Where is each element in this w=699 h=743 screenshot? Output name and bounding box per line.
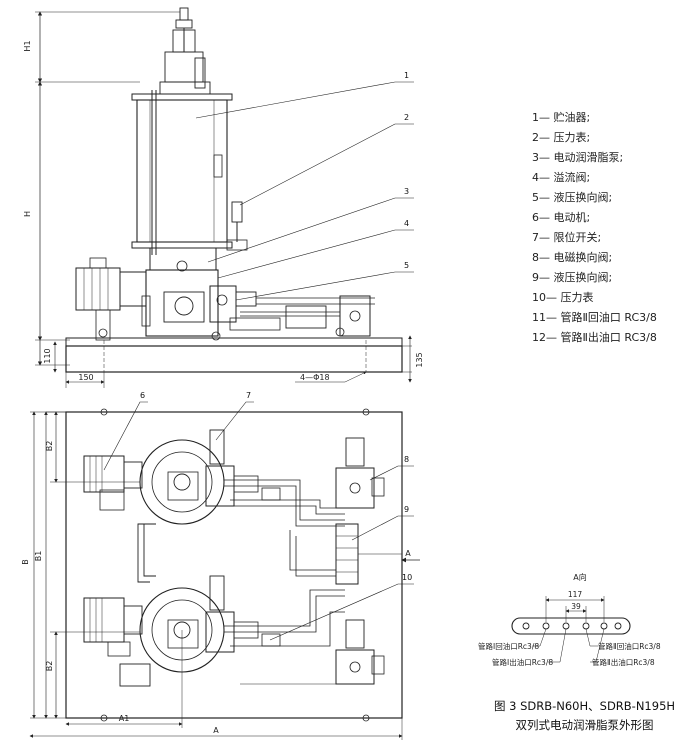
view-a-label-out1: 管路Ⅰ出油口Rc3/8 bbox=[492, 657, 553, 667]
dim-135: 135 bbox=[415, 352, 424, 367]
figure-caption: 图 3 SDRB-N60H、SDRB-N195H 双列式电动润滑脂泵外形图 bbox=[470, 697, 699, 735]
view-a-label-out2: 管路Ⅱ出油口Rc3/8 bbox=[592, 657, 655, 667]
dim-a: A bbox=[213, 726, 219, 735]
dim-b2-bottom: B2 bbox=[45, 661, 54, 672]
dim-h: H bbox=[23, 211, 32, 217]
dim-holes: 4—Φ18 bbox=[300, 373, 330, 382]
legend-item: 1— 贮油器; bbox=[532, 111, 591, 124]
callout-2: 2 bbox=[404, 113, 409, 122]
dim-b1: B1 bbox=[34, 551, 43, 562]
view-a-label-return1: 管路Ⅰ回油口Rc3/8 bbox=[478, 641, 539, 651]
legend-item: 2— 压力表; bbox=[532, 131, 591, 144]
dim-b: B bbox=[21, 559, 30, 565]
callout-5: 5 bbox=[404, 261, 409, 270]
caption-line-1: 图 3 SDRB-N60H、SDRB-N195H bbox=[493, 699, 676, 713]
dim-b2-top: B2 bbox=[45, 441, 54, 452]
legend-item: 10— 压力表 bbox=[532, 291, 594, 304]
legend-item: 5— 液压换向阀; bbox=[532, 191, 613, 204]
callout-8: 8 bbox=[404, 455, 409, 464]
legend-item: 7— 限位开关; bbox=[532, 231, 602, 244]
caption-line-2: 双列式电动润滑脂泵外形图 bbox=[515, 718, 654, 732]
callout-4: 4 bbox=[404, 219, 409, 228]
callout-1: 1 bbox=[404, 71, 409, 80]
legend-item: 8— 电磁换向阀; bbox=[532, 251, 613, 264]
callout-6: 6 bbox=[140, 391, 145, 400]
view-a-title: A向 bbox=[573, 572, 586, 582]
callout-9: 9 bbox=[404, 505, 409, 514]
callout-7: 7 bbox=[246, 391, 251, 400]
dim-h1: H1 bbox=[23, 40, 32, 51]
legend-item: 6— 电动机; bbox=[532, 211, 591, 224]
dim-a1: A1 bbox=[119, 714, 130, 723]
legend-item: 12— 管路Ⅱ出油口 RC3/8 bbox=[532, 331, 657, 344]
legend-item: 9— 液压换向阀; bbox=[532, 271, 613, 284]
view-a-dim-39: 39 bbox=[571, 602, 581, 611]
front-view bbox=[35, 7, 414, 388]
legend-item: 4— 溢流阀; bbox=[532, 171, 591, 184]
view-a bbox=[511, 596, 631, 663]
view-a-label-return2: 管路Ⅱ回油口Rc3/8 bbox=[598, 641, 661, 651]
dim-150: 150 bbox=[78, 373, 93, 382]
plan-view bbox=[29, 401, 420, 740]
parts-legend: 1— 贮油器; 2— 压力表; 3— 电动润滑脂泵; 4— 溢流阀; 5— 液压… bbox=[532, 108, 697, 348]
callout-10: 10 bbox=[402, 573, 412, 582]
view-a-dim-117: 117 bbox=[568, 590, 583, 599]
dim-110: 110 bbox=[43, 348, 52, 363]
legend-item: 11— 管路Ⅱ回油口 RC3/8 bbox=[532, 311, 657, 324]
callout-3: 3 bbox=[404, 187, 409, 196]
legend-item: 3— 电动润滑脂泵; bbox=[532, 151, 624, 164]
dim-a-arrow: A bbox=[405, 549, 411, 558]
